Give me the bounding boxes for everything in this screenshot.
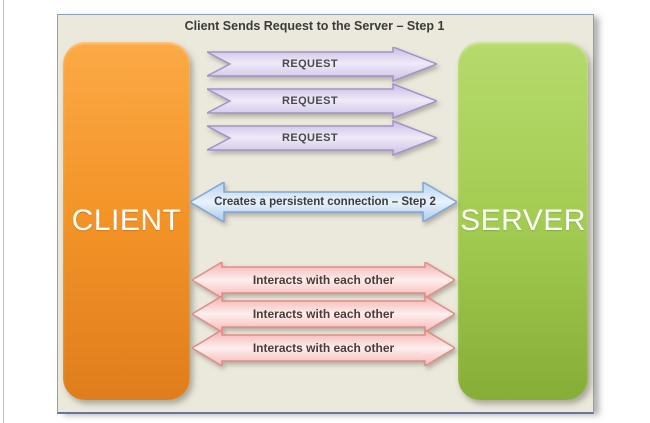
- page-edge-line: [3, 0, 4, 423]
- connection-arrow-shape: [190, 182, 457, 222]
- diagram-title: Client Sends Request to the Server – Ste…: [184, 19, 445, 33]
- request-arrows-group: [207, 47, 437, 157]
- connection-arrow-group: [190, 182, 457, 222]
- request-arrow-shape: [207, 47, 437, 83]
- client-node-label: CLIENT: [71, 204, 182, 237]
- interaction-arrow-shape: [192, 328, 455, 366]
- interaction-arrow-shape: [192, 262, 455, 300]
- server-node: SERVER: [458, 42, 588, 400]
- server-node-label: SERVER: [460, 204, 586, 237]
- request-arrow-shape: [207, 82, 437, 120]
- interaction-arrows-group: [192, 262, 455, 366]
- interaction-arrow-shape: [192, 294, 455, 334]
- client-node: CLIENT: [63, 42, 190, 400]
- request-arrow-shape: [207, 119, 437, 157]
